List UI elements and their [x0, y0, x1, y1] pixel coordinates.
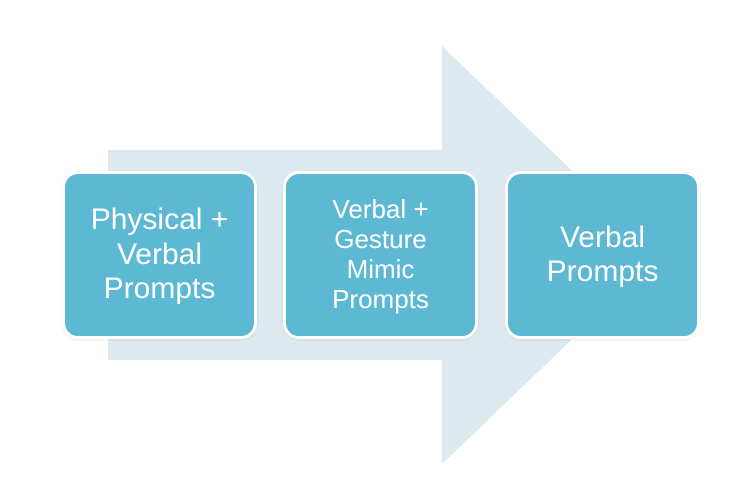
step-box-physical-verbal: Physical + Verbal Prompts [62, 171, 257, 339]
step-label: Physical + Verbal Prompts [90, 203, 229, 306]
step-box-verbal-gesture: Verbal + Gesture Mimic Prompts [283, 171, 478, 339]
step-box-verbal: Verbal Prompts [505, 171, 700, 339]
step-label: Verbal Prompts [546, 220, 659, 289]
step-label: Verbal + Gesture Mimic Prompts [332, 194, 429, 314]
